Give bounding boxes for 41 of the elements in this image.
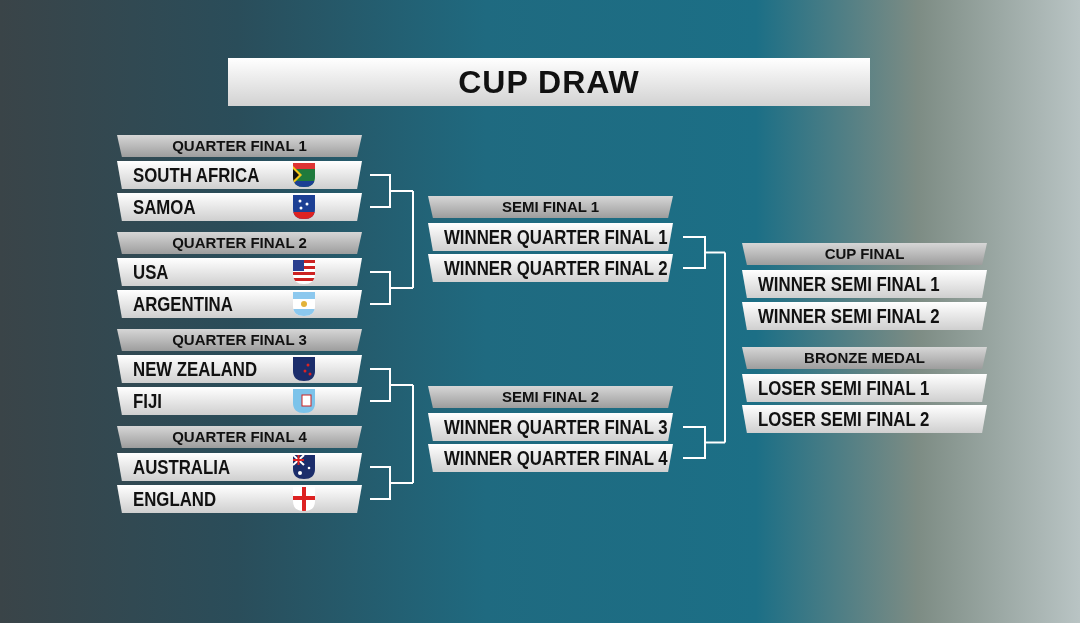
team-bar	[117, 355, 362, 383]
fixture-bar	[428, 254, 673, 282]
team-name: ARGENTINA	[133, 291, 233, 317]
team-name: AUSTRALIA	[133, 454, 231, 480]
round-heading: BRONZE MEDAL	[742, 347, 987, 369]
round-heading: QUARTER FINAL 3	[117, 329, 362, 351]
round-heading: QUARTER FINAL 2	[117, 232, 362, 254]
fixture-text: WINNER QUARTER FINAL 1	[444, 224, 668, 250]
fixture-text: WINNER SEMI FINAL 1	[758, 271, 940, 297]
fixture-text: WINNER QUARTER FINAL 4	[444, 445, 668, 471]
round-heading: SEMI FINAL 2	[428, 386, 673, 408]
round-heading: QUARTER FINAL 4	[117, 426, 362, 448]
team-name: NEW ZEALAND	[133, 356, 258, 382]
team-bar	[117, 258, 362, 286]
round-heading: CUP FINAL	[742, 243, 987, 265]
team-name: ENGLAND	[133, 486, 217, 512]
team-name: FIJI	[133, 388, 162, 414]
fixture-text: WINNER QUARTER FINAL 2	[444, 255, 668, 281]
team-bar	[117, 485, 362, 513]
fixture-bar	[428, 413, 673, 441]
team-name: SOUTH AFRICA	[133, 162, 260, 188]
team-bar	[117, 193, 362, 221]
fixture-bar	[742, 405, 987, 433]
fixture-bar	[428, 444, 673, 472]
fixture-bar	[742, 270, 987, 298]
fixture-text: LOSER SEMI FINAL 1	[758, 375, 930, 401]
team-bar	[117, 453, 362, 481]
fixture-bar	[428, 223, 673, 251]
round-heading: QUARTER FINAL 1	[117, 135, 362, 157]
fixture-bar	[742, 302, 987, 330]
team-bar	[117, 387, 362, 415]
fixture-text: WINNER QUARTER FINAL 3	[444, 414, 668, 440]
fixture-text: WINNER SEMI FINAL 2	[758, 303, 940, 329]
fixture-text: LOSER SEMI FINAL 2	[758, 406, 930, 432]
team-bar	[117, 161, 362, 189]
team-name: SAMOA	[133, 194, 196, 220]
team-bar	[117, 290, 362, 318]
title-banner: CUP DRAW	[228, 58, 870, 106]
fixture-bar	[742, 374, 987, 402]
round-heading: SEMI FINAL 1	[428, 196, 673, 218]
team-name: USA	[133, 259, 169, 285]
